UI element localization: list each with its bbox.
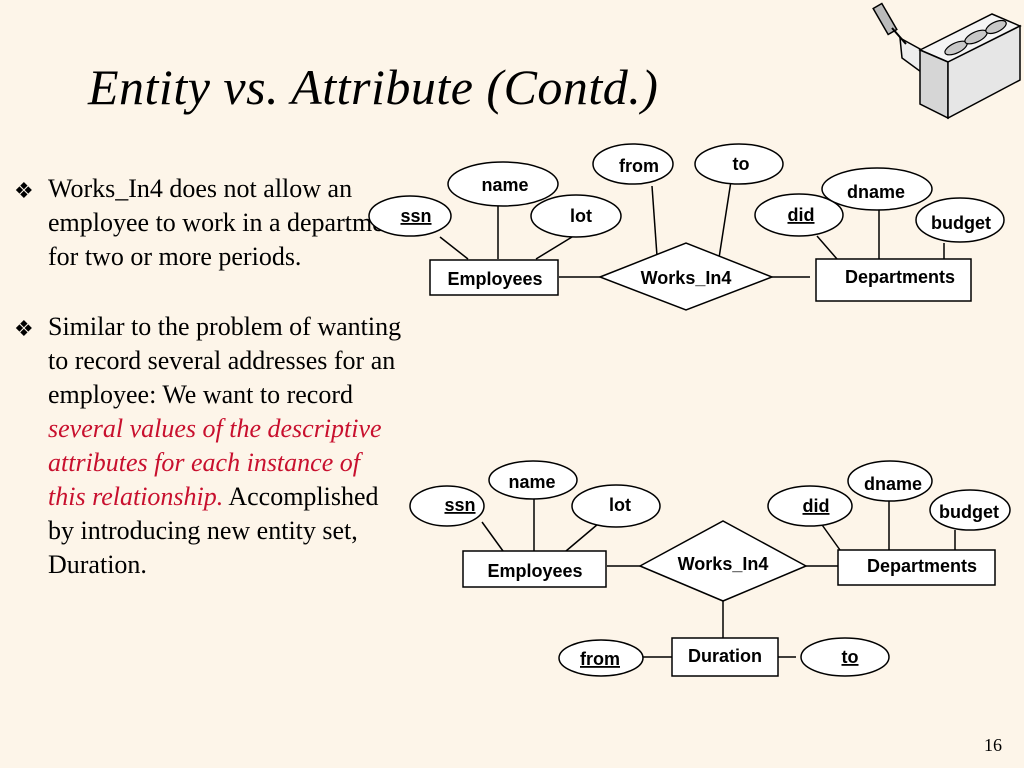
entity-departments-label: Departments — [867, 556, 977, 576]
attr-ssn-label: ssn — [400, 206, 431, 226]
attr-dname — [821, 167, 933, 211]
attr-name-label: name — [508, 472, 555, 492]
bullet-emphasis-text: several values of the descriptive attrib… — [48, 414, 382, 511]
er-diagram-2-labels: ssn name lot did dname budget from to Em… — [444, 472, 999, 669]
bullet-list: ❖ Works_In4 does not allow an employee t… — [14, 172, 404, 582]
entity-duration — [671, 637, 779, 677]
attr-dname-label: dname — [864, 474, 922, 494]
entity-employees-label: Employees — [447, 269, 542, 289]
attr-budget — [929, 489, 1011, 531]
attr-budget — [915, 197, 1005, 243]
attr-from-label: from — [580, 649, 620, 669]
entity-employees-label: Employees — [487, 561, 582, 581]
brick-trowel-logo-icon — [872, 2, 1022, 120]
relationship-label: Works_In4 — [641, 268, 732, 288]
bullet-item: ❖ Similar to the problem of wanting to r… — [14, 310, 404, 582]
attr-lot-label: lot — [609, 495, 631, 515]
entity-employees — [429, 259, 559, 296]
entity-employees — [462, 550, 607, 588]
relationship-label: Works_In4 — [678, 554, 769, 574]
attr-lot-label: lot — [570, 206, 592, 226]
bullet-item: ❖ Works_In4 does not allow an employee t… — [14, 172, 404, 274]
page-number: 16 — [984, 735, 1002, 755]
attr-dname-label: dname — [847, 182, 905, 202]
attr-name — [447, 161, 559, 207]
relationship-works-in4 — [638, 520, 808, 602]
attr-to-label: to — [842, 647, 859, 667]
er-diagram-1-labels: ssn name lot from to did dname budget Em… — [400, 154, 991, 289]
attr-from-label: from — [619, 156, 659, 176]
diamond-bullet-icon: ❖ — [14, 178, 34, 203]
attr-did-label: did — [788, 205, 815, 225]
er-diagram-1 — [368, 143, 1005, 311]
attr-ssn — [368, 195, 452, 237]
attr-ssn — [409, 485, 485, 527]
entity-duration-label: Duration — [688, 646, 762, 666]
entity-departments-label: Departments — [845, 267, 955, 287]
attr-did — [767, 485, 853, 527]
diamond-bullet-icon: ❖ — [14, 316, 34, 341]
er-diagram-2 — [409, 460, 1011, 677]
attr-ssn-label: ssn — [444, 495, 475, 515]
entity-departments — [815, 258, 972, 302]
attr-dname — [847, 460, 933, 502]
attr-from — [558, 639, 644, 677]
attr-lot — [530, 194, 622, 238]
attr-lot — [571, 484, 661, 528]
attr-did — [754, 193, 844, 237]
attr-from — [592, 143, 674, 185]
bullet-text: Works_In4 does not allow an employee to … — [48, 174, 404, 271]
attr-name — [488, 460, 578, 500]
attr-budget-label: budget — [939, 502, 999, 522]
attr-to — [694, 143, 784, 185]
entity-departments — [837, 549, 996, 586]
relationship-works-in4 — [597, 242, 775, 311]
attr-to — [800, 637, 890, 677]
attr-to-label: to — [733, 154, 750, 174]
bullet-text: Similar to the problem of wanting to rec… — [48, 312, 402, 409]
attr-did-label: did — [803, 496, 830, 516]
attr-budget-label: budget — [931, 213, 991, 233]
slide-title: Entity vs. Attribute (Contd.) — [88, 59, 659, 115]
bullet-text: Accomplished by introducing new entity s… — [48, 482, 379, 579]
attr-name-label: name — [481, 175, 528, 195]
